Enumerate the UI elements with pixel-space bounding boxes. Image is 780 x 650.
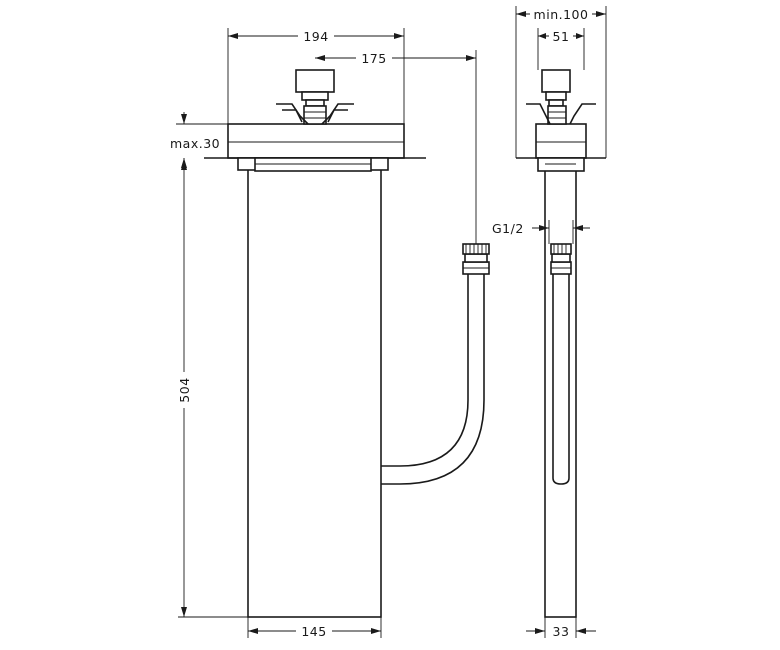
front-handle [276, 69, 354, 125]
dim-194-label: 194 [303, 29, 328, 44]
dim-max30-label: max.30 [170, 136, 220, 151]
side-hose [550, 243, 572, 485]
dim-175: 175 [315, 50, 477, 244]
side-handle [526, 69, 596, 125]
dim-504: 504 [176, 158, 248, 618]
dim-g12: G1/2 [492, 220, 590, 244]
dim-194: 194 [227, 28, 405, 124]
dim-145-label: 145 [301, 624, 326, 639]
front-body [247, 164, 382, 618]
side-view: min.100 51 G1/2 [492, 6, 607, 639]
front-top-plate [227, 123, 405, 159]
dim-33: 33 [526, 617, 596, 639]
dim-51: 51 [537, 28, 585, 70]
dim-33-label: 33 [553, 624, 570, 639]
dim-max30: max.30 [170, 112, 228, 170]
dim-175-label: 175 [361, 51, 386, 66]
dim-min100: min.100 [515, 6, 607, 158]
dim-504-label: 504 [177, 377, 192, 402]
front-view: 194 175 max.30 504 [170, 28, 490, 639]
dim-51-label: 51 [553, 29, 570, 44]
dim-min100-label: min.100 [534, 7, 589, 22]
dim-145: 145 [247, 617, 382, 639]
front-hose [381, 243, 490, 485]
side-body [544, 164, 577, 618]
dim-g12-label: G1/2 [492, 221, 524, 236]
